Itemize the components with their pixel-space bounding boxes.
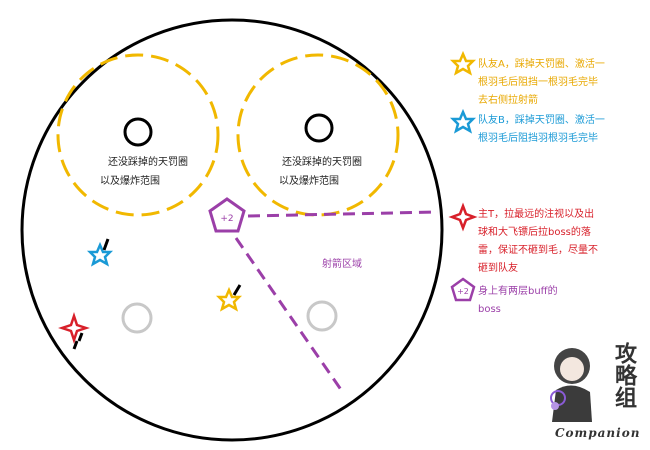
legend-blue-star-icon bbox=[449, 108, 477, 134]
legend-yellow-star-icon bbox=[449, 50, 477, 76]
legend-boss-line2: boss bbox=[478, 304, 501, 315]
player-a-marker bbox=[215, 284, 243, 312]
arena-boundary bbox=[20, 18, 444, 442]
watermark-glyphs: 攻略组 bbox=[611, 341, 637, 408]
legend-t-line1: 主T，拉最远的注视以及出 bbox=[478, 209, 595, 220]
blue-star-icon bbox=[86, 241, 114, 267]
legend-main-tank: 主T，拉最远的注视以及出 球和大飞镖后拉boss的落 雷，保证不砸到毛，尽量不 … bbox=[478, 206, 628, 278]
legend-player-a: 队友A，踩掉天罚圈、激活一 根羽毛后阻挡一根羽毛完毕 去右侧拉射箭 bbox=[478, 56, 638, 110]
facing-mark-t-2 bbox=[72, 340, 79, 350]
legend-b-line1: 队友B，踩掉天罚圈、激活一 bbox=[478, 115, 605, 126]
purple-pentagon-icon bbox=[208, 197, 246, 233]
watermark-text: Companion bbox=[555, 426, 641, 440]
red-shuriken-icon bbox=[58, 312, 90, 344]
facing-mark-a bbox=[232, 284, 242, 296]
zone-circle-left bbox=[56, 53, 220, 217]
yellow-star-icon bbox=[215, 286, 243, 312]
zone-left-label-2: 以及爆炸范围 bbox=[100, 174, 160, 187]
legend-boss-badge: +2 bbox=[457, 287, 469, 296]
legend-t-line3: 雷，保证不砸到毛，尽量不 bbox=[478, 245, 598, 256]
legend-boss-line1: 身上有两层buff的 bbox=[478, 286, 558, 297]
legend-b-line2: 根羽毛后阻挡羽根羽毛完毕 bbox=[478, 133, 598, 144]
arrow-zone-line-horizontal bbox=[247, 210, 439, 218]
boss-badge: +2 bbox=[220, 214, 233, 224]
boss-marker: +2 bbox=[208, 197, 246, 233]
legend-t-line4: 砸到队友 bbox=[478, 263, 518, 274]
legend-a-line1: 队友A，踩掉天罚圈、激活一 bbox=[478, 59, 605, 70]
zone-left-label-1: 还没踩掉的天罚圈 bbox=[108, 155, 188, 168]
legend-a-line3: 去右侧拉射箭 bbox=[478, 95, 538, 106]
legend-purple-pentagon-icon bbox=[450, 277, 476, 302]
legend-boss: 身上有两层buff的 boss bbox=[478, 283, 628, 319]
zone-circle-right bbox=[236, 53, 400, 217]
legend-player-b: 队友B，踩掉天罚圈、激活一 根羽毛后阻挡羽根羽毛完毕 bbox=[478, 112, 638, 148]
main-tank-marker bbox=[58, 312, 90, 350]
watermark-figure: 攻略组 bbox=[550, 341, 637, 422]
arrow-zone-line-diagonal bbox=[234, 237, 346, 395]
gray-ring-right bbox=[306, 300, 338, 332]
zone-right-label-2: 以及爆炸范围 bbox=[279, 174, 339, 187]
feather-spot-left bbox=[123, 117, 153, 147]
facing-mark-b bbox=[102, 238, 110, 251]
arrow-area-label: 射箭区域 bbox=[322, 257, 362, 270]
legend-a-line2: 根羽毛后阻挡一根羽毛完毕 bbox=[478, 77, 598, 88]
gray-ring-left bbox=[121, 302, 153, 334]
player-b-marker bbox=[86, 238, 114, 267]
legend-red-shuriken-icon bbox=[448, 202, 478, 232]
zone-right-label-1: 还没踩掉的天罚圈 bbox=[282, 155, 362, 168]
legend-boss-icon: +2 bbox=[450, 277, 476, 302]
facing-mark-t-1 bbox=[77, 332, 84, 342]
legend-t-line2: 球和大飞镖后拉boss的落 bbox=[478, 227, 591, 238]
feather-spot-right bbox=[304, 113, 334, 143]
